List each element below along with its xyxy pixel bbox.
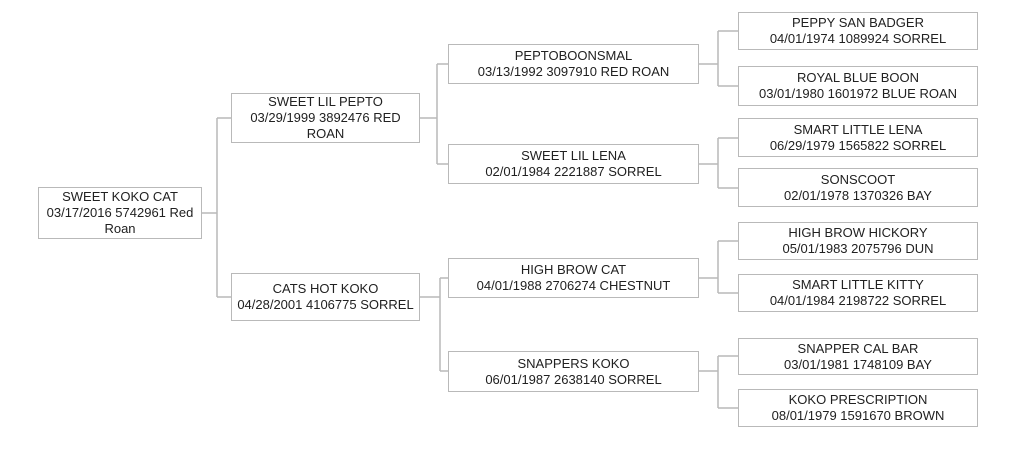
horse-name: SMART LITTLE LENA: [793, 121, 923, 137]
horse-name: SNAPPER CAL BAR: [797, 340, 919, 356]
node-high-brow-cat: HIGH BROW CAT 04/01/1988 2706274 CHESTNU…: [448, 258, 699, 298]
connector-root-to-gen1: [202, 117, 231, 298]
connector-sweet-lil-pepto-to-parents: [420, 63, 448, 165]
horse-details: 02/01/1984 2221887 SORREL: [485, 164, 662, 179]
horse-name: HIGH BROW HICKORY: [788, 225, 928, 240]
node-snapper-cal-bar: SNAPPER CAL BAR 03/01/1981 1748109 BAY: [738, 338, 978, 375]
node-sweet-lil-pepto: SWEET LIL PEPTO 03/29/1999 3892476 RED R…: [231, 93, 420, 143]
connector-cats-hot-koko-to-parents: [420, 277, 448, 372]
horse-name: SWEET KOKO CAT: [62, 189, 178, 204]
connector-snappers-koko-to-parents: [699, 355, 738, 409]
horse-details: 03/17/2016 5742961 Red Roan: [46, 205, 194, 236]
horse-name: SMART LITTLE KITTY: [792, 277, 924, 292]
horse-name: SNAPPERS KOKO: [517, 355, 630, 371]
horse-details: 04/01/1988 2706274 CHESTNUT: [476, 278, 671, 293]
horse-name: PEPPY SAN BADGER: [792, 15, 924, 30]
horse-name: SWEET LIL PEPTO: [268, 94, 383, 109]
node-snappers-koko: SNAPPERS KOKO 06/01/1987 2638140 SORREL: [448, 351, 699, 392]
node-sweet-lil-lena: SWEET LIL LENA 02/01/1984 2221887 SORREL: [448, 144, 699, 184]
horse-details: 06/29/1979 1565822 SORREL: [769, 137, 947, 153]
horse-details: 04/28/2001 4106775 SORREL: [237, 297, 414, 312]
node-high-brow-hickory: HIGH BROW HICKORY 05/01/1983 2075796 DUN: [738, 222, 978, 260]
horse-name: HIGH BROW CAT: [520, 262, 627, 277]
horse-details: 08/01/1979 1591670 BROWN: [771, 408, 945, 423]
horse-name: ROYAL BLUE BOON: [796, 70, 920, 85]
horse-details: 06/01/1987 2638140 SORREL: [485, 371, 662, 387]
node-sweet-koko-cat: SWEET KOKO CAT 03/17/2016 5742961 Red Ro…: [38, 187, 202, 239]
node-peppy-san-badger: PEPPY SAN BADGER 04/01/1974 1089924 SORR…: [738, 12, 978, 50]
node-smart-little-kitty: SMART LITTLE KITTY 04/01/1984 2198722 SO…: [738, 274, 978, 312]
connector-peptoboonsmal-to-parents: [699, 30, 738, 87]
horse-name: KOKO PRESCRIPTION: [788, 392, 928, 407]
horse-details: 03/29/1999 3892476 RED ROAN: [250, 110, 401, 141]
node-peptoboonsmal: PEPTOBOONSMAL 03/13/1992 3097910 RED ROA…: [448, 44, 699, 84]
horse-details: 04/01/1974 1089924 SORREL: [769, 31, 947, 46]
horse-details: 02/01/1978 1370326 BAY: [784, 187, 932, 203]
node-smart-little-lena: SMART LITTLE LENA 06/29/1979 1565822 SOR…: [738, 118, 978, 157]
horse-details: 03/01/1981 1748109 BAY: [784, 356, 932, 372]
node-cats-hot-koko: CATS HOT KOKO 04/28/2001 4106775 SORREL: [231, 273, 420, 321]
horse-name: SWEET LIL LENA: [521, 148, 626, 163]
horse-details: 03/01/1980 1601972 BLUE ROAN: [758, 86, 958, 101]
connector-high-brow-cat-to-parents: [699, 240, 738, 294]
horse-details: 04/01/1984 2198722 SORREL: [769, 293, 947, 308]
horse-details: 03/13/1992 3097910 RED ROAN: [477, 64, 670, 79]
horse-name: CATS HOT KOKO: [272, 281, 379, 296]
node-sonscoot: SONSCOOT 02/01/1978 1370326 BAY: [738, 168, 978, 207]
horse-details: 05/01/1983 2075796 DUN: [782, 241, 934, 256]
node-koko-prescription: KOKO PRESCRIPTION 08/01/1979 1591670 BRO…: [738, 389, 978, 427]
horse-name: PEPTOBOONSMAL: [514, 48, 633, 63]
horse-name: SONSCOOT: [820, 171, 896, 187]
connector-sweet-lil-lena-to-parents: [699, 137, 738, 189]
node-royal-blue-boon: ROYAL BLUE BOON 03/01/1980 1601972 BLUE …: [738, 66, 978, 106]
